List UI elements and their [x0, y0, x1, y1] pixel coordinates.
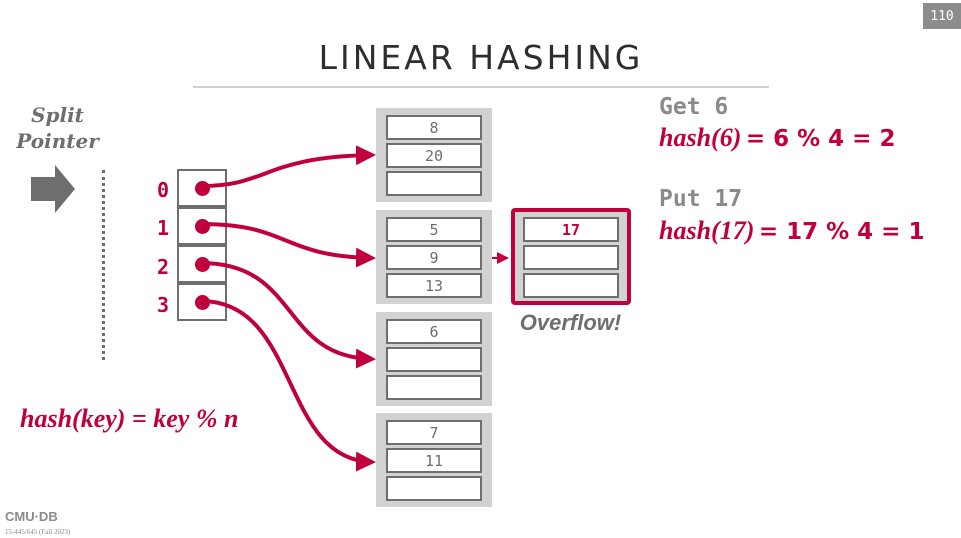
split-line — [102, 170, 105, 360]
slide-title: LINEAR HASHING — [318, 38, 644, 77]
put-operation-title: Put 17 — [659, 186, 743, 212]
get-hash-func: hash(6) — [659, 123, 742, 152]
directory-index-3: 3 — [156, 293, 170, 317]
bucket-2: 6 — [376, 312, 492, 406]
bucket-cell: 8 — [386, 115, 482, 140]
bucket-cell: 7 — [386, 420, 482, 445]
split-pointer-arrow — [31, 165, 75, 213]
get-hash-expr: = 6 % 4 = 2 — [745, 126, 896, 152]
split-pointer-label-line1: Split — [31, 103, 84, 127]
title-divider — [193, 86, 769, 88]
pointer-arrow-3 — [200, 299, 376, 472]
split-pointer-label: Split Pointer — [10, 102, 105, 154]
bucket-cell: 11 — [386, 448, 482, 473]
overflow-cell — [523, 245, 619, 270]
get-operation-title: Get 6 — [659, 94, 729, 120]
bucket-cell: 13 — [386, 273, 482, 298]
get-operation-hash: hash(6) = 6 % 4 = 2 — [659, 123, 895, 153]
bucket-3: 7 11 — [376, 413, 492, 507]
cmu-db-logo: CMU·DB — [5, 509, 58, 524]
put-hash-func: hash(17) — [659, 216, 755, 245]
bucket-cell: 9 — [386, 245, 482, 270]
bucket-cell: 6 — [386, 319, 482, 344]
bucket-cell — [386, 476, 482, 501]
course-label: 15-445/645 (Fall 2023) — [5, 528, 71, 536]
bucket-cell — [386, 171, 482, 196]
bucket-cell — [386, 347, 482, 372]
overflow-cell — [523, 273, 619, 298]
bucket-0: 8 20 — [376, 108, 492, 202]
pointer-arrow-2 — [200, 261, 376, 369]
bucket-cell — [386, 375, 482, 400]
directory-index-2: 2 — [156, 255, 170, 279]
page-number: 110 — [923, 3, 961, 29]
pointer-arrow-1 — [200, 222, 376, 268]
pointer-arrow-0 — [200, 145, 376, 188]
hash-formula: hash(key) = key % n — [20, 404, 239, 433]
bucket-cell: 5 — [386, 217, 482, 242]
put-operation-hash: hash(17) = 17 % 4 = 1 — [659, 216, 924, 246]
bucket-1: 5 9 13 — [376, 210, 492, 304]
directory-index-1: 1 — [156, 216, 170, 240]
bucket-cell: 20 — [386, 143, 482, 168]
put-hash-expr: = 17 % 4 = 1 — [758, 219, 925, 245]
overflow-page: 17 — [511, 208, 631, 305]
split-pointer-label-line2: Pointer — [16, 129, 99, 153]
directory-slot-3 — [177, 283, 227, 321]
overflow-cell: 17 — [523, 217, 619, 242]
overflow-label: Overflow! — [519, 310, 622, 335]
directory-index-0: 0 — [156, 178, 170, 202]
